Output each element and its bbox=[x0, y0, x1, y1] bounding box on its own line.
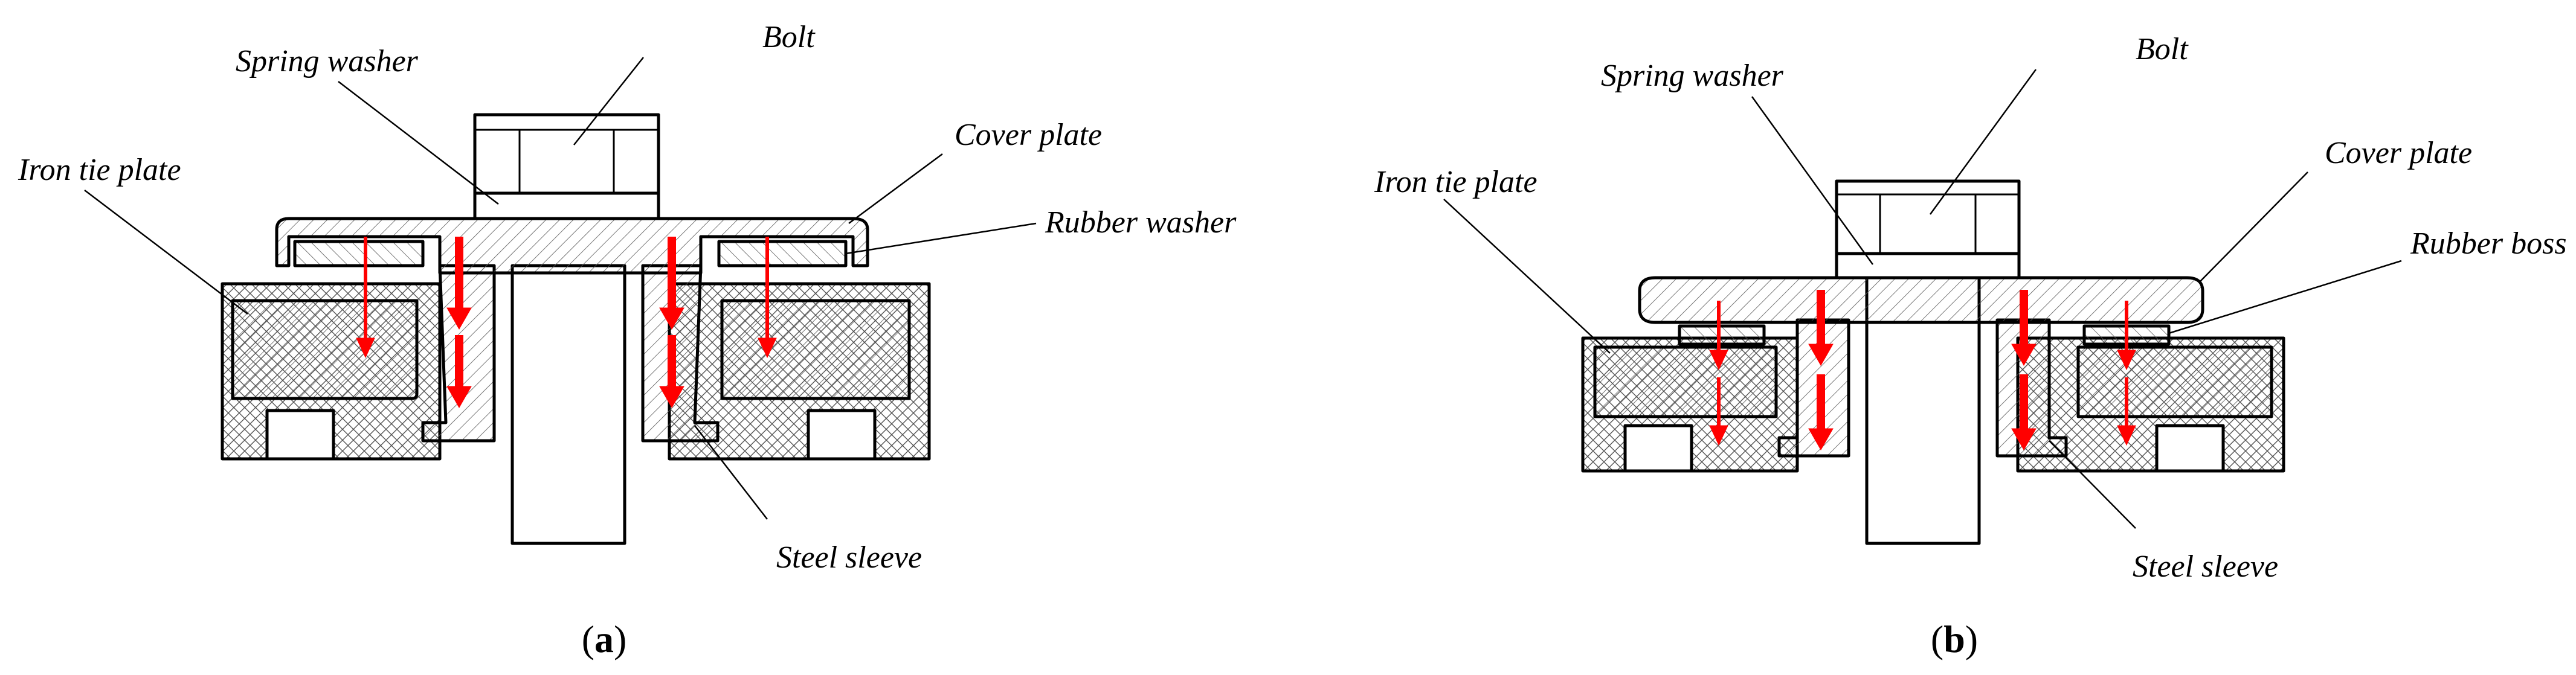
label-steel-sleeve-b: Steel sleeve bbox=[2133, 549, 2278, 584]
leader-iron-tie-plate-a bbox=[84, 190, 248, 315]
tie-plate-slot-left bbox=[265, 409, 335, 461]
caption-b: (b) bbox=[1931, 618, 1978, 661]
label-bolt-a: Bolt bbox=[762, 20, 816, 54]
rubber-washer-left bbox=[293, 240, 425, 267]
label-cover-plate-b: Cover plate bbox=[2325, 136, 2472, 170]
leader-cover-plate-b bbox=[2198, 171, 2308, 283]
label-cover-plate-a: Cover plate bbox=[955, 118, 1102, 152]
rail-block-left bbox=[1593, 345, 1778, 418]
cover-plate bbox=[1638, 276, 2204, 324]
panel-b: Bolt Spring washer Cover plate Rubber bo… bbox=[1374, 32, 2567, 661]
leader-spring-washer-a bbox=[338, 81, 499, 205]
label-rubber-washer-a: Rubber washer bbox=[1045, 205, 1237, 240]
rail-block-left bbox=[231, 299, 419, 400]
leader-rubber-boss-b bbox=[2168, 260, 2402, 334]
panel-a: Bolt Spring washer Cover plate Rubber wa… bbox=[18, 20, 1237, 661]
label-spring-washer-a: Spring washer bbox=[236, 44, 419, 78]
load-arrows-b bbox=[1709, 290, 2136, 451]
label-iron-tie-plate-a: Iron tie plate bbox=[18, 153, 181, 187]
load-arrows-a bbox=[356, 237, 777, 409]
caption-a: (a) bbox=[582, 618, 627, 661]
bolt-head bbox=[1835, 179, 2021, 255]
rail-block-right bbox=[720, 299, 911, 400]
tie-plate-slot-right bbox=[2155, 424, 2225, 473]
label-bolt-b: Bolt bbox=[2136, 32, 2189, 66]
rail-block-right bbox=[2076, 345, 2273, 418]
rubber-boss-left bbox=[1678, 324, 1766, 346]
rubber-washer-right bbox=[717, 240, 848, 267]
tie-plate-slot-right bbox=[807, 409, 877, 461]
label-iron-tie-plate-b: Iron tie plate bbox=[1374, 165, 1538, 199]
bolt-head bbox=[473, 113, 660, 195]
bolt-shank bbox=[510, 264, 626, 545]
spring-washer bbox=[1835, 252, 2021, 280]
label-steel-sleeve-a: Steel sleeve bbox=[776, 540, 922, 575]
leader-spring-washer-b bbox=[1751, 96, 1874, 265]
label-rubber-boss-b: Rubber boss bbox=[2410, 226, 2567, 261]
leader-steel-sleeve-a bbox=[694, 425, 768, 520]
cover-plate bbox=[275, 217, 869, 275]
leader-cover-plate-a bbox=[848, 153, 943, 225]
leader-rubber-washer-a bbox=[845, 222, 1037, 255]
tie-plate-slot-left bbox=[1623, 424, 1693, 473]
leader-bolt-b bbox=[1929, 69, 2037, 215]
spring-washer bbox=[473, 191, 660, 220]
leader-iron-tie-plate-b bbox=[1443, 199, 1611, 354]
leader-bolt-a bbox=[573, 57, 644, 146]
label-spring-washer-b: Spring washer bbox=[1601, 59, 1784, 93]
leader-steel-sleeve-b bbox=[2049, 440, 2136, 529]
